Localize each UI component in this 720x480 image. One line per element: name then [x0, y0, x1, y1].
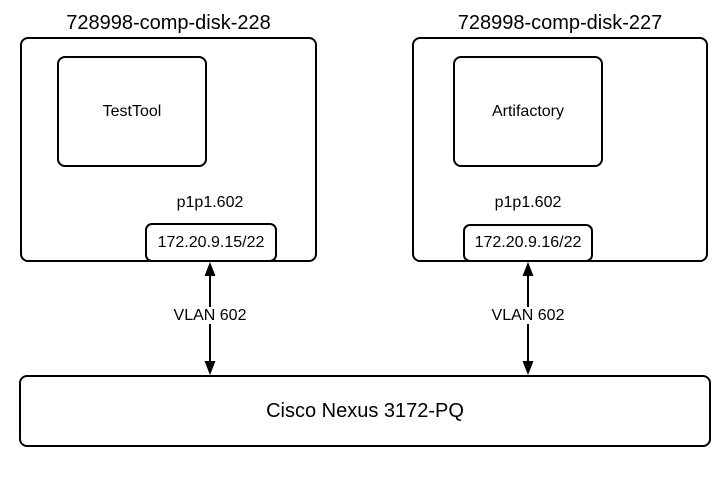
- app-box: Artifactory: [453, 56, 603, 167]
- interface-label: p1p1.602: [176, 194, 244, 211]
- switch-label: Cisco Nexus 3172-PQ: [266, 399, 464, 422]
- vlan-label-text: VLAN 602: [488, 307, 568, 324]
- interface-label: p1p1.602: [494, 194, 562, 211]
- app-label: TestTool: [102, 102, 162, 120]
- app-box: TestTool: [57, 56, 207, 167]
- ip-label: 172.20.9.15/22: [157, 233, 265, 251]
- app-label: Artifactory: [491, 102, 564, 120]
- server-title: 728998-comp-disk-228: [66, 12, 271, 34]
- ip-box: 172.20.9.16/22: [463, 224, 593, 262]
- vlan-label: VLAN 602: [468, 306, 588, 326]
- vlan-label-text: VLAN 602: [170, 307, 250, 324]
- ip-label: 172.20.9.16/22: [474, 234, 582, 251]
- switch-box: Cisco Nexus 3172-PQ: [19, 375, 711, 447]
- ip-box: 172.20.9.15/22: [145, 223, 277, 262]
- server-title: 728998-comp-disk-227: [457, 12, 663, 34]
- vlan-label: VLAN 602: [150, 306, 270, 326]
